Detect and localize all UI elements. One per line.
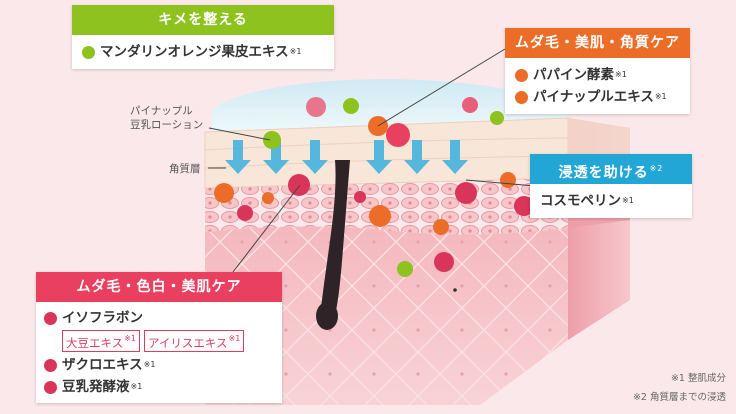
- isoflavone-sources: 大豆エキス※1 アイリスエキス※1: [62, 330, 274, 352]
- footnote-1: ※1 整肌成分: [633, 370, 726, 384]
- note-mark: ※1: [655, 86, 667, 108]
- ingredient-mandarin: マンダリンオレンジ果皮エキス※1: [82, 41, 324, 63]
- note-mark: ※1: [229, 334, 241, 343]
- footnote-2: ※2 角質層までの浸透: [633, 389, 726, 403]
- ingredient-mandarin-name: マンダリンオレンジ果皮エキス: [100, 41, 289, 63]
- red-dot-icon: [44, 359, 57, 372]
- lotion-label-line1: パイナップル: [130, 104, 203, 118]
- stratum-label: 角質層: [169, 162, 201, 176]
- note-mark: ※1: [622, 190, 634, 212]
- note-mark: ※2: [650, 164, 664, 173]
- callout-shinto-title-text: 浸透を助ける: [559, 165, 649, 181]
- note-mark: ※1: [615, 64, 627, 86]
- callout-shinto: 浸透を助ける※2 コスモペリン※1: [530, 154, 692, 218]
- tag-soy-extract-text: 大豆エキス: [66, 336, 123, 350]
- ingredient-soymilk-ferment-name: 豆乳発酵液: [62, 376, 130, 398]
- tag-iris-extract: アイリスエキス※1: [144, 330, 244, 352]
- lotion-label-line2: 豆乳ローション: [130, 118, 203, 132]
- note-mark: ※1: [124, 334, 136, 343]
- footnotes: ※1 整肌成分 ※2 角質層までの浸透: [633, 370, 726, 403]
- ingredient-cosmoperin-name: コスモペリン: [540, 190, 621, 212]
- orange-dot-icon: [515, 69, 528, 82]
- note-mark: ※1: [131, 376, 143, 398]
- green-dot-icon: [82, 46, 95, 59]
- ingredient-pomegranate: ザクロエキス※1: [44, 354, 274, 376]
- ingredient-isoflavone-name: イソフラボン: [62, 307, 143, 329]
- callout-mudage-shiroi: ムダ毛・色白・美肌ケア イソフラボン 大豆エキス※1 アイリスエキス※1 ザクロ…: [36, 272, 282, 403]
- ingredient-isoflavone: イソフラボン: [44, 307, 274, 329]
- callout-mudage-kakushitsu: ムダ毛・美肌・角質ケア パパイン酵素※1 パイナップルエキス※1: [505, 28, 690, 114]
- tag-iris-extract-text: アイリスエキス: [148, 336, 228, 350]
- ingredient-papain-name: パパイン酵素: [533, 64, 614, 86]
- ingredient-pomegranate-name: ザクロエキス: [62, 354, 143, 376]
- note-mark: ※1: [144, 354, 156, 376]
- ingredient-pineapple-name: パイナップルエキス: [533, 86, 654, 108]
- callout-shinto-title: 浸透を助ける※2: [530, 154, 692, 184]
- lotion-label: パイナップル 豆乳ローション: [130, 104, 203, 132]
- callout-kime-title: キメを整える: [72, 5, 334, 35]
- note-mark: ※1: [290, 41, 302, 63]
- ingredient-soymilk-ferment: 豆乳発酵液※1: [44, 376, 274, 398]
- tag-soy-extract: 大豆エキス※1: [62, 330, 140, 352]
- callout-mudage-shiroi-title: ムダ毛・色白・美肌ケア: [36, 272, 282, 302]
- ingredient-cosmoperin: コスモペリン※1: [540, 190, 682, 212]
- callout-kime: キメを整える マンダリンオレンジ果皮エキス※1: [72, 5, 334, 69]
- ingredient-pineapple: パイナップルエキス※1: [515, 86, 680, 108]
- ingredient-papain: パパイン酵素※1: [515, 64, 680, 86]
- red-dot-icon: [44, 381, 57, 394]
- red-dot-icon: [44, 312, 57, 325]
- orange-dot-icon: [515, 91, 528, 104]
- callout-mudage-kakushitsu-title: ムダ毛・美肌・角質ケア: [505, 28, 690, 58]
